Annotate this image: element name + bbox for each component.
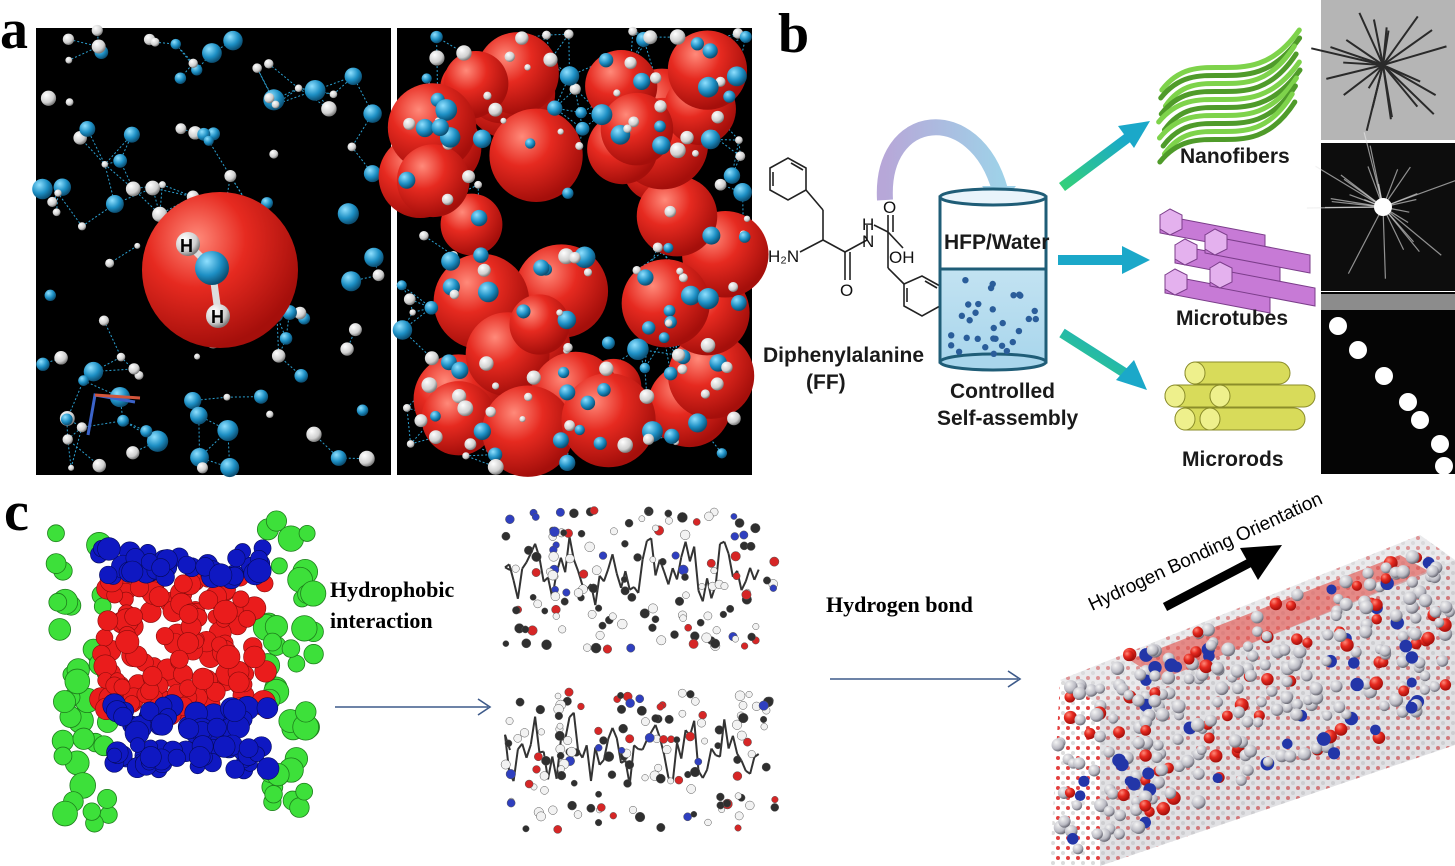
hydrogen-bond-network-left xyxy=(32,24,385,478)
hydrogen-bond-network-right xyxy=(378,26,769,477)
arrow-to-microrods-icon xyxy=(1059,328,1147,390)
solute-sphere xyxy=(440,193,503,256)
atom-label-oh: OH xyxy=(889,248,915,267)
peptide-sheets-ball-and-stick xyxy=(500,506,780,834)
panel-letter-c: c xyxy=(4,481,29,543)
atom-label-o: O xyxy=(840,281,853,300)
atom-label-o: O xyxy=(883,198,896,217)
step-label-hydrophobic-line1: Hydrophobic xyxy=(330,577,455,602)
oxygen-atom xyxy=(195,251,229,285)
beaker-icon xyxy=(938,187,1048,372)
solute-sphere xyxy=(636,175,718,257)
product-label-nanofibers: Nanofibers xyxy=(1180,145,1290,168)
hydrogen-bonded-slab xyxy=(1050,535,1455,866)
molecule-name: Diphenylalanine xyxy=(763,344,924,367)
molecule-abbr: (FF) xyxy=(806,371,846,394)
water-h-label: H xyxy=(211,307,224,327)
beaker-label: HFP/Water xyxy=(944,231,1049,254)
step-label-hydrophobic-line2: interaction xyxy=(330,608,433,633)
panel-c: c Hydrophobic interaction Hydrogen bond xyxy=(4,481,1455,866)
hydrogen-atom xyxy=(206,304,230,328)
panel-letter-a: a xyxy=(0,0,28,61)
orientation-arrow-icon xyxy=(1162,545,1282,611)
arrow-to-microtubes-icon xyxy=(1058,246,1150,274)
peptide-dimer-cluster xyxy=(45,510,327,833)
water-h-label: H xyxy=(180,236,193,256)
curved-arrow-icon xyxy=(876,119,1008,201)
panel-letter-b: b xyxy=(778,3,809,65)
micrograph-microrods xyxy=(1321,292,1455,475)
micrograph-nanofibers xyxy=(1311,0,1455,140)
solute-sphere xyxy=(667,30,748,110)
panel-a: H H a xyxy=(0,0,769,478)
hydrogen-atom xyxy=(176,232,200,256)
water-molecule: H H xyxy=(176,232,230,328)
process-label-line1: Controlled xyxy=(950,380,1055,403)
atom-label-n: N xyxy=(862,232,874,251)
nanofibers-illustration xyxy=(1156,27,1303,165)
microtubes-illustration xyxy=(1159,208,1316,314)
diphenylalanine-structure xyxy=(769,157,941,317)
product-label-microrods: Microrods xyxy=(1182,448,1284,471)
rotation-axis-icon xyxy=(86,393,141,436)
atom-label-h2n: H₂N xyxy=(768,247,799,266)
microrods-illustration xyxy=(1164,361,1316,431)
arrow-step1-icon xyxy=(335,698,492,716)
panel-b: b H₂N O H N O OH Diphenylalanine (FF) xyxy=(763,0,1455,475)
step-label-hydrogen-bond: Hydrogen bond xyxy=(826,592,973,617)
product-label-microtubes: Microtubes xyxy=(1176,307,1288,330)
process-label-line2: Self-assembly xyxy=(937,407,1079,430)
atom-label-h: H xyxy=(862,215,874,234)
micrograph-microtubes xyxy=(1306,132,1455,291)
arrow-to-nanofibers-icon xyxy=(1059,121,1150,191)
arrow-step2-icon xyxy=(830,670,1022,688)
solute-sphere xyxy=(482,385,574,477)
